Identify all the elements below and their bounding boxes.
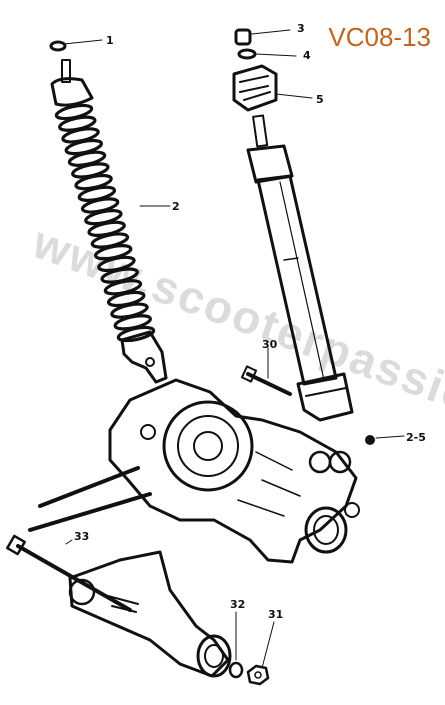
callout-32: 32 bbox=[230, 598, 245, 611]
part-32-washer bbox=[228, 611, 244, 679]
part-5-rubber-mount bbox=[232, 64, 313, 112]
callout-1: 1 bbox=[106, 34, 114, 47]
callout-2-5: 2-5 bbox=[406, 431, 426, 444]
spring-coil bbox=[116, 325, 156, 343]
part-31-nut bbox=[246, 621, 275, 686]
part-2-5-marker bbox=[365, 435, 405, 445]
shock-absorber bbox=[246, 114, 354, 422]
callout-33: 33 bbox=[74, 530, 89, 543]
part-33-long-bolt bbox=[6, 534, 132, 612]
callout-31: 31 bbox=[268, 608, 283, 621]
callout-30: 30 bbox=[262, 338, 278, 351]
engine-housing bbox=[108, 378, 360, 564]
part-1-circlip bbox=[49, 39, 103, 52]
part-3-bushing bbox=[234, 28, 291, 46]
callout-5: 5 bbox=[316, 93, 324, 106]
part-30-bolt bbox=[240, 347, 292, 396]
diagram-code: VC08-13 bbox=[328, 22, 431, 52]
callout-3: 3 bbox=[297, 22, 305, 35]
swing-arm bbox=[68, 550, 232, 678]
watermark: www.scooterpassion.be bbox=[26, 215, 445, 458]
long-stud bbox=[28, 466, 152, 532]
spring-coils bbox=[54, 103, 156, 343]
callout-4: 4 bbox=[303, 49, 311, 62]
part-2-coil-spring bbox=[50, 59, 171, 384]
part-4-washer bbox=[237, 48, 297, 60]
callout-2: 2 bbox=[172, 200, 180, 213]
